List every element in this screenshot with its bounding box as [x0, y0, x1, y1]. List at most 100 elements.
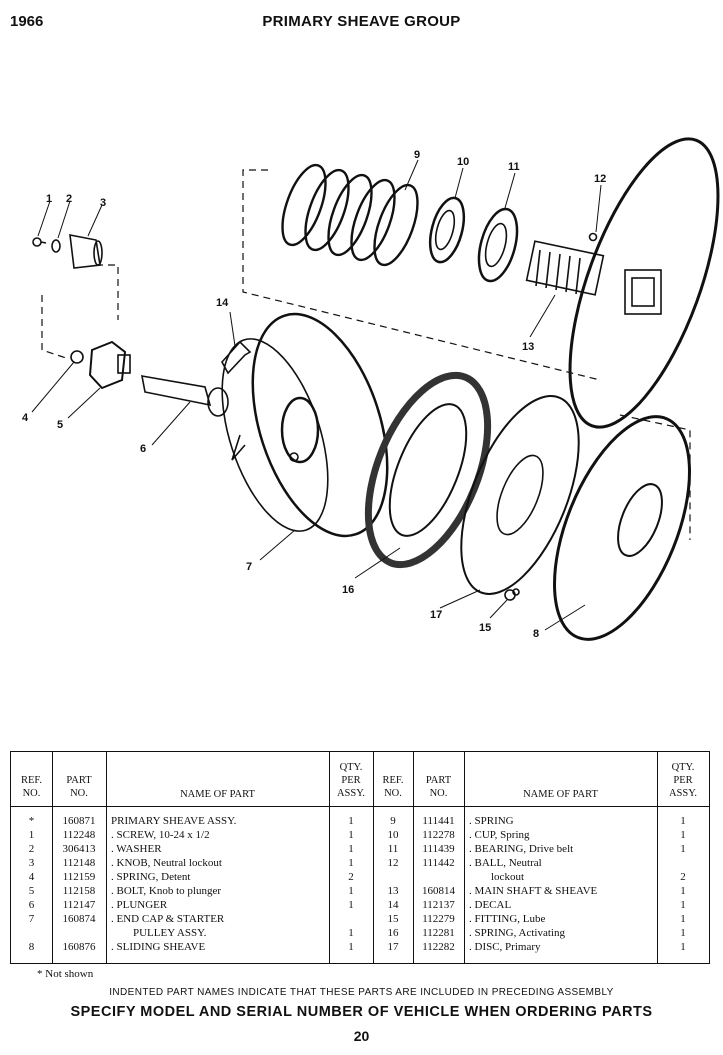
callout-8: 8: [533, 628, 539, 640]
left-row-ref: 8: [28, 941, 35, 953]
right-row-name: lockout: [491, 871, 524, 883]
left-row-part: 112159: [62, 871, 96, 883]
left-row-part: 112248: [62, 829, 96, 841]
callout-12: 12: [594, 173, 606, 185]
callout-11: 11: [508, 161, 520, 173]
callout-4: 4: [22, 412, 29, 424]
callout-14: 14: [216, 297, 229, 309]
left-row-part: 112148: [62, 857, 96, 869]
right-row-qty: 1: [680, 843, 686, 855]
hdr-name-left: NAME OF PART: [180, 789, 255, 800]
right-row-part: 111439: [422, 843, 455, 855]
left-row-name: PULLEY ASSY.: [133, 927, 207, 939]
decal-arrow-part-14: [221, 340, 252, 375]
spring-part-9: [281, 163, 419, 267]
left-row-ref: 1: [28, 829, 35, 841]
right-row-name: . SPRING: [469, 815, 514, 827]
left-row-ref: 6: [28, 899, 35, 911]
page-title: PRIMARY SHEAVE GROUP: [262, 13, 461, 30]
callout-7: 7: [246, 561, 252, 573]
bolt-part-5: [88, 340, 131, 390]
right-row-part: 112137: [422, 899, 455, 911]
left-row-qty: 1: [348, 857, 354, 869]
right-row-name: . CUP, Spring: [469, 829, 530, 841]
callout-13: 13: [522, 341, 534, 353]
right-row-ref: 14: [387, 899, 399, 911]
right-row-ref: 13: [387, 885, 399, 897]
hdr-ref-right: REF.NO.: [382, 775, 404, 799]
left-row-qty: 1: [348, 899, 354, 911]
callout-1: 1: [46, 193, 52, 205]
left-row-name: . KNOB, Neutral lockout: [111, 857, 222, 869]
left-row-qty: 1: [348, 815, 354, 827]
left-row-ref: 3: [28, 857, 35, 869]
left-row-part: 112147: [62, 899, 96, 911]
left-row-qty: 1: [348, 829, 354, 841]
right-row-part: 111442: [422, 857, 455, 869]
callout-16: 16: [342, 584, 354, 596]
indent-note: INDENTED PART NAMES INDICATE THAT THESE …: [109, 987, 614, 998]
hdr-ref-left: REF.NO.: [20, 775, 43, 799]
left-row-qty: 1: [348, 843, 354, 855]
hdr-name-right: NAME OF PART: [523, 789, 598, 800]
right-row-ref: 15: [387, 913, 399, 925]
right-row-qty: 1: [680, 815, 686, 827]
left-row-ref: 2: [28, 843, 35, 855]
detent-spring-part-4: [70, 350, 84, 364]
ball-part-12: [588, 232, 598, 242]
left-row-part: 306413: [62, 843, 96, 855]
left-row-name: . PLUNGER: [111, 899, 168, 911]
left-row-name: . SLIDING SHEAVE: [111, 941, 206, 953]
right-row-ref: 12: [387, 857, 399, 869]
right-row-qty: 1: [680, 913, 686, 925]
left-row-ref: 7: [28, 913, 35, 925]
right-row-part: 112279: [422, 913, 455, 925]
lube-fitting-part-15: [504, 588, 520, 601]
left-row-ref: 5: [28, 885, 35, 897]
main-shaft-sheave-part-13: [525, 137, 720, 429]
right-row-qty: 1: [680, 885, 686, 897]
right-row-qty: 1: [680, 899, 686, 911]
page-number: 20: [353, 1028, 370, 1044]
right-row-name: . BALL, Neutral: [469, 857, 542, 869]
ordering-note: SPECIFY MODEL AND SERIAL NUMBER OF VEHIC…: [70, 1004, 653, 1020]
right-row-ref: 17: [387, 941, 399, 953]
knob-part-3: [69, 234, 103, 269]
left-row-part: 160871: [62, 815, 96, 827]
callout-6: 6: [140, 443, 146, 455]
exploded-parts-diagram: 1 2 3 4 5 6 7 8 9 10 11 12 13 14 15 16 1…: [22, 137, 720, 641]
right-row-qty: 1: [680, 927, 686, 939]
right-row-qty: 2: [680, 871, 686, 883]
sliding-sheave-part-8: [553, 415, 691, 641]
right-row-qty: 1: [680, 941, 686, 953]
callout-5: 5: [57, 419, 63, 431]
right-row-part: 111441: [422, 815, 455, 827]
left-row-qty: 1: [348, 927, 354, 939]
right-row-name: . DISC, Primary: [469, 941, 541, 953]
left-row-part: 112158: [62, 885, 96, 897]
left-row-ref: 4: [28, 871, 35, 883]
right-row-name: . DECAL: [469, 899, 512, 911]
right-row-name: . SPRING, Activating: [469, 927, 565, 939]
right-row-qty: 1: [680, 829, 686, 841]
right-row-part: 160814: [422, 885, 455, 897]
screw-part-1: [32, 237, 47, 247]
left-row-qty: 1: [348, 885, 354, 897]
callout-3: 3: [100, 197, 106, 209]
callout-17: 17: [430, 609, 442, 621]
activating-spring-part-16: [364, 371, 492, 569]
left-row-name: . BOLT, Knob to plunger: [111, 885, 221, 897]
right-row-ref: 10: [387, 829, 399, 841]
callout-10: 10: [457, 156, 469, 168]
right-row-ref: 11: [387, 843, 399, 855]
left-row-name: . SCREW, 10-24 x 1/2: [111, 829, 210, 841]
right-row-ref: 16: [387, 927, 399, 939]
callout-numbers: 1 2 3 4 5 6 7 8 9 10 11 12 13 14 15 16 1…: [22, 149, 606, 640]
right-row-name: . BEARING, Drive belt: [469, 843, 574, 855]
callout-2: 2: [66, 193, 72, 205]
callout-15: 15: [479, 622, 491, 634]
left-row-name: . END CAP & STARTER: [111, 913, 225, 925]
